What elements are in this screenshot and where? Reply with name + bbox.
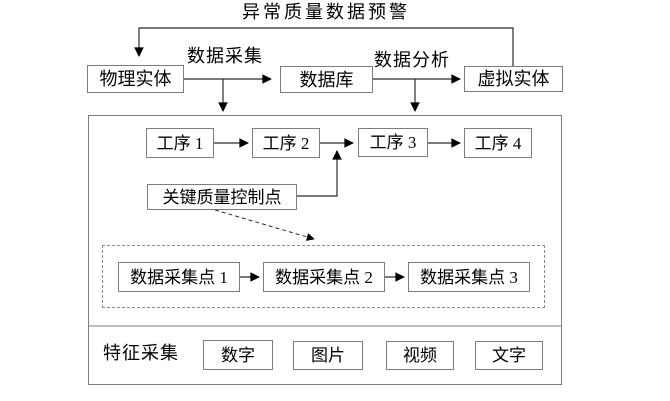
feature-collection-label: 特征采集 <box>103 343 179 363</box>
data-collection-point-2-box: 数据采集点 2 <box>263 262 385 292</box>
feature-video-box: 视频 <box>386 341 454 370</box>
feedback-arrow <box>134 27 514 66</box>
process-3-box: 工序 3 <box>358 128 428 157</box>
data-collection-point-1-box: 数据采集点 1 <box>118 262 240 292</box>
diagram-title: 异常质量数据预警 <box>242 2 410 22</box>
key-quality-control-box: 关键质量控制点 <box>147 184 297 210</box>
feature-picture-box: 图片 <box>293 341 363 370</box>
process-1-box: 工序 1 <box>146 128 214 158</box>
dashed-arrow-kqc-to-points <box>214 209 315 241</box>
arrow-kqc-to-process <box>297 150 342 197</box>
data-analysis-label: 数据分析 <box>374 50 450 70</box>
physical-entity-box: 物理实体 <box>87 65 184 93</box>
feature-text-box: 文字 <box>475 341 543 370</box>
process-area-box <box>88 115 562 385</box>
process-2-box: 工序 2 <box>252 128 320 158</box>
data-collection-point-3-box: 数据采集点 3 <box>408 262 530 292</box>
data-collection-label: 数据采集 <box>187 46 263 66</box>
feature-number-box: 数字 <box>203 340 273 370</box>
virtual-entity-box: 虚拟实体 <box>464 66 563 92</box>
database-box: 数据库 <box>280 66 373 93</box>
collection-points-group-box <box>102 245 545 308</box>
process-4-box: 工序 4 <box>464 128 532 158</box>
